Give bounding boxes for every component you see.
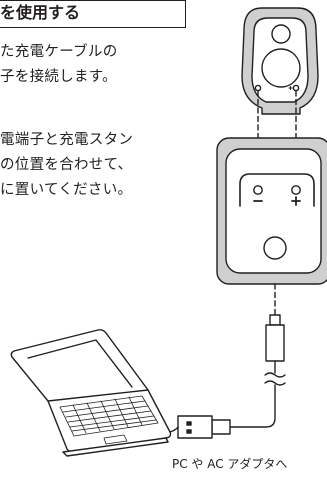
instruction-line: た充電ケーブルの	[0, 44, 118, 60]
section-heading: を使用する	[0, 0, 186, 28]
instruction-line: 子を接続します。	[0, 69, 117, 85]
instruction-line: に置いてください。	[0, 182, 133, 198]
stand-minus-terminal	[253, 185, 263, 202]
instruction-line: 電端子と充電スタン	[0, 132, 134, 148]
laptop	[10, 329, 179, 457]
section-heading-text: を使用する	[0, 3, 81, 22]
caption-pc-or-ac-adapter: PC や AC アダプタへ	[172, 457, 288, 471]
charging-cable	[211, 283, 286, 435]
laptop-keyboard	[59, 395, 159, 445]
device-shell	[241, 7, 319, 115]
usb-plug	[177, 415, 213, 439]
instruction-line: の位置を合わせて、	[0, 157, 133, 173]
instruction-paragraph-2: 電端子と充電スタン の位置を合わせて、 に置いてください。	[0, 128, 133, 203]
instruction-paragraph-1: た充電ケーブルの 子を接続します。	[0, 40, 118, 90]
device-minus-contact	[254, 84, 262, 92]
stand-plus-terminal	[291, 185, 301, 206]
device-plus-contact	[288, 84, 300, 92]
charging-stand	[216, 137, 327, 285]
